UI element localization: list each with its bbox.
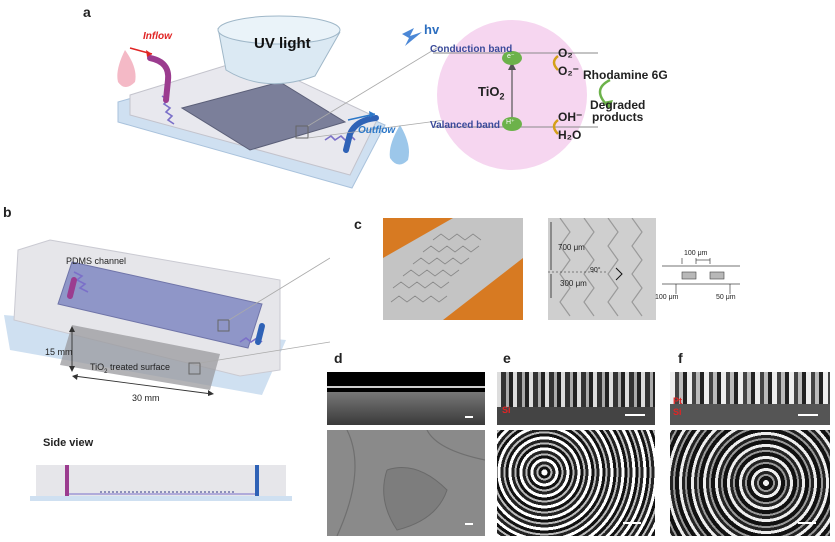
- microchannel: [180, 81, 347, 151]
- dim-50-label: 50 μm: [716, 294, 736, 301]
- side-inflow-tube: [65, 465, 69, 496]
- zigzag-micrograph: [548, 218, 656, 320]
- h2o-label: H₂O: [558, 128, 582, 142]
- outflow-droplet-icon: [389, 125, 409, 165]
- inflow-label: Inflow: [143, 31, 172, 42]
- treated-surface-label: TiO2 treated surface: [90, 362, 171, 375]
- oxidation-arrow-icon: [552, 119, 559, 135]
- tio2-treated-area: [60, 325, 220, 390]
- uv-light-label: UV light: [254, 35, 311, 52]
- inflow-tube: [147, 55, 172, 103]
- panel-f-label: f: [678, 350, 683, 366]
- si-label-f: Si: [673, 407, 682, 417]
- o2-minus-label: O₂⁻: [558, 64, 579, 78]
- outflow-label: Outflow: [358, 125, 396, 136]
- panel-b-label: b: [3, 204, 12, 220]
- outflow-tube-b: [255, 323, 265, 345]
- inflow-droplet-icon: [117, 50, 136, 87]
- o2-label: O₂: [558, 46, 573, 60]
- oh-label: OH⁻: [558, 110, 583, 124]
- dim-300-label: 300 μm: [560, 279, 587, 288]
- side-substrate: [30, 496, 292, 501]
- pdms-channel-label: PDMS channel: [66, 256, 127, 266]
- electron-label: e⁻: [507, 53, 515, 60]
- channel-cross-section: [662, 258, 740, 294]
- hole-label: H⁺: [506, 119, 515, 126]
- sem-f-cross-section: [670, 372, 830, 425]
- products-label: products: [592, 110, 644, 124]
- sem-d-cross-section: [327, 372, 485, 425]
- side-view-label: Side view: [43, 437, 94, 449]
- inlet-serpentine-b: [73, 271, 89, 293]
- lightning-icon: [402, 28, 422, 46]
- si-label-e: Si: [502, 405, 511, 415]
- sem-e-cross-section: [497, 372, 655, 425]
- valanced-band-label: Valanced band: [430, 120, 501, 131]
- tio2-label: TiO2: [478, 84, 505, 102]
- pt-label-f: Pt: [673, 396, 682, 406]
- dim-15mm-label: 15 mm: [45, 347, 73, 357]
- dim-700-label: 700 μm: [558, 243, 585, 252]
- chip-photo: [383, 218, 523, 320]
- outflow-tube: [343, 115, 379, 153]
- dim-100-bottom-label: 100 μm: [655, 294, 679, 301]
- side-outflow-tube: [255, 465, 259, 496]
- sem-e-top-view: [497, 430, 655, 536]
- channel-b: [57, 261, 263, 349]
- degraded-label: Degraded: [590, 98, 646, 112]
- panel-a-label: a: [83, 4, 91, 20]
- panel-c-label: c: [354, 216, 362, 232]
- panel-b-diagram: [4, 239, 330, 396]
- dim-100-top-label: 100 μm: [684, 250, 708, 257]
- electron-node: [502, 51, 522, 65]
- reduction-arrow-icon: [552, 55, 559, 71]
- side-view-diagram: [30, 465, 292, 501]
- hv-label: hv: [424, 22, 440, 37]
- dim-30mm-label: 30 mm: [132, 393, 160, 403]
- panel-d-label: d: [334, 350, 343, 366]
- rhodamine-label: Rhodamine 6G: [583, 68, 668, 82]
- sem-d-top-view: [327, 430, 485, 536]
- conduction-band-label: Conduction band: [430, 44, 513, 55]
- hole-node: [502, 117, 522, 131]
- panel-e-label: e: [503, 350, 511, 366]
- sem-f-top-view: [670, 430, 830, 536]
- panel-a-diagram: [117, 15, 613, 189]
- inflow-tube-b: [67, 277, 77, 299]
- angle-90-label: 90°: [590, 267, 601, 274]
